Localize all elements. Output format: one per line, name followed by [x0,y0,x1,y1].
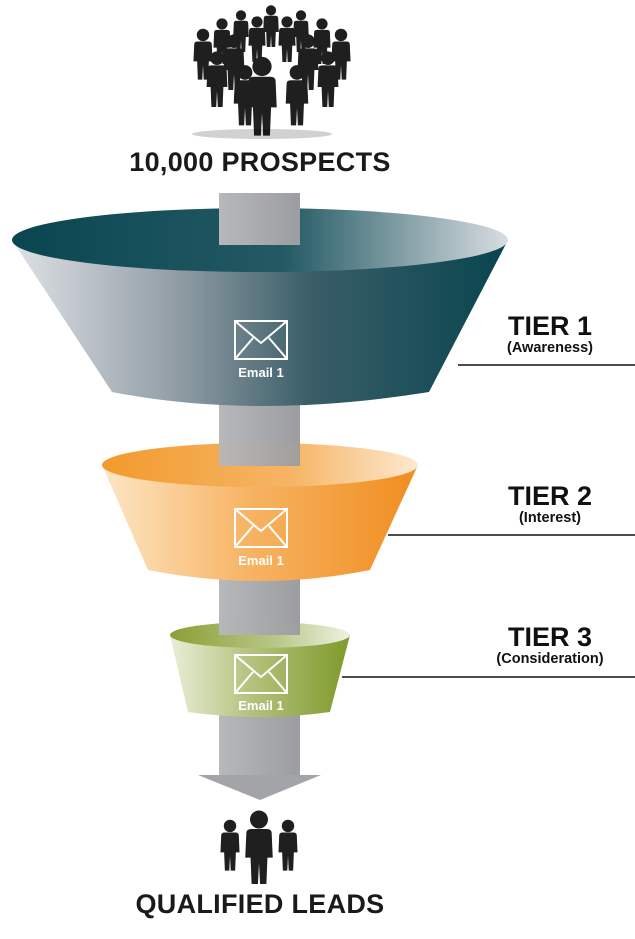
tier-2-subtitle: (Interest) [518,510,582,526]
tier-1-subtitle: (Awareness) [507,340,593,356]
prospects-title: 10,000 PROSPECTS [129,147,391,177]
tier-1-label: TIER 1 (Awareness) [465,312,635,356]
tier-1-email-label: Email 1 [238,365,284,380]
tier-2-name: TIER 2 [507,481,593,511]
tier-2-label: TIER 2 (Interest) [465,482,635,526]
tier-3-email-label: Email 1 [238,698,284,713]
tier-2-funnel [102,443,418,581]
tier-3-label: TIER 3 (Consideration) [465,623,635,667]
group-icon [220,810,298,884]
tier-1-funnel [12,193,508,406]
tier-1-name: TIER 1 [507,311,593,341]
envelope-icon [234,654,288,694]
qualified-leads-title: QUALIFIED LEADS [135,889,385,919]
tier-2-email-label: Email 1 [238,553,284,568]
tier-3-name: TIER 3 [507,622,593,652]
envelope-icon [234,508,288,548]
crowd-icon [193,5,351,136]
tier-3-subtitle: (Consideration) [496,651,604,667]
crowd-shadow [192,129,332,139]
envelope-icon [234,320,288,360]
